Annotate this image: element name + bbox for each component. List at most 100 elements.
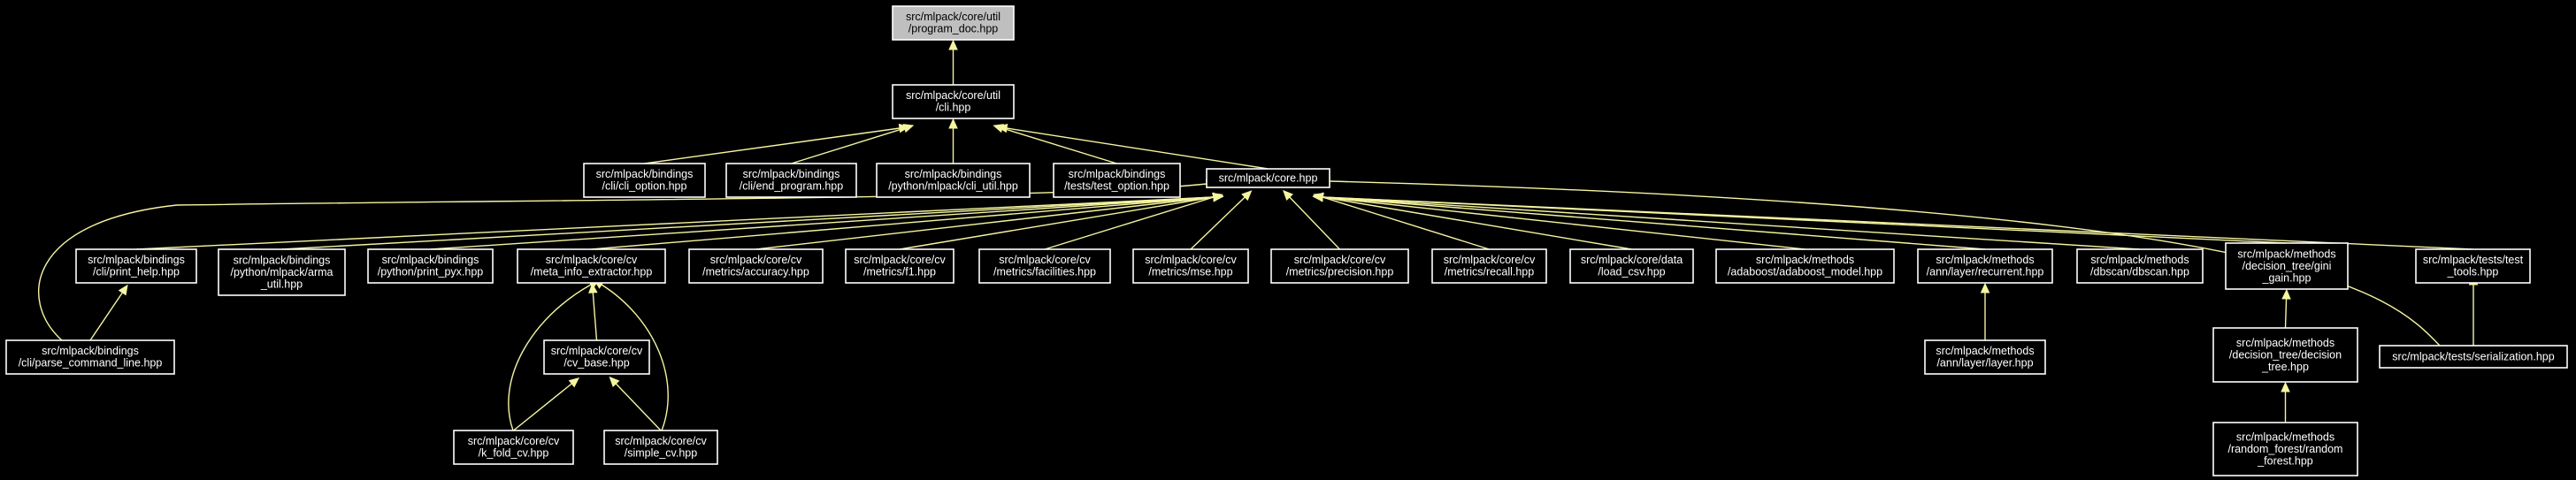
node-label-line: /simple_cv.hpp bbox=[625, 447, 697, 460]
edge-simple_cv-to-cv_base bbox=[609, 376, 662, 431]
node-label-line: src/mlpack/core/cv bbox=[710, 254, 802, 266]
edge-print_help-to-core bbox=[135, 192, 1224, 250]
node-box bbox=[1270, 248, 1409, 284]
node-parse-command-line[interactable]: src/mlpack/bindings/cli/parse_command_li… bbox=[5, 339, 175, 375]
node-label-line: /decision_tree/decision bbox=[2229, 348, 2342, 361]
node-cli-option[interactable]: src/mlpack/bindings/cli/cli_option.hpp bbox=[583, 163, 706, 198]
node-label-line: src/mlpack/core/cv bbox=[1444, 254, 1536, 266]
node-label-line: src/mlpack/core/cv bbox=[854, 254, 946, 266]
node-adaboost-model[interactable]: src/mlpack/methods/adaboost/adaboost_mod… bbox=[1715, 248, 1895, 284]
node-box bbox=[688, 248, 824, 284]
node-label-line: src/mlpack/methods bbox=[2236, 430, 2334, 443]
node-box bbox=[2076, 248, 2204, 284]
node-cv-base[interactable]: src/mlpack/core/cv/cv_base.hpp bbox=[543, 339, 650, 375]
node-layer[interactable]: src/mlpack/methods/ann/layer/layer.hpp bbox=[1924, 339, 2046, 375]
node-box bbox=[2379, 345, 2568, 369]
edge-cli_util-to-cli bbox=[948, 118, 958, 164]
node-box bbox=[1206, 168, 1330, 188]
node-label-line: /program_doc.hpp bbox=[908, 23, 999, 35]
node-label-line: /metrics/recall.hpp bbox=[1445, 266, 1534, 278]
node-label-line: /cv_base.hpp bbox=[564, 357, 629, 370]
node-k-fold-cv[interactable]: src/mlpack/core/cv/k_fold_cv.hpp bbox=[453, 430, 574, 465]
node-label-line: /python/mlpack/cli_util.hpp bbox=[888, 180, 1018, 193]
node-label-line: /dbscan/dbscan.hpp bbox=[2090, 266, 2189, 278]
node-arma-util[interactable]: src/mlpack/bindings/python/mlpack/arma_u… bbox=[218, 248, 346, 296]
node-box bbox=[1917, 248, 2053, 284]
node-box bbox=[845, 248, 954, 284]
node-label-line: src/mlpack/core/cv bbox=[468, 435, 560, 447]
node-label-line: /metrics/precision.hpp bbox=[1286, 266, 1394, 278]
node-label-line: /python/mlpack/arma bbox=[230, 266, 333, 278]
node-label-line: /metrics/accuracy.hpp bbox=[702, 266, 809, 278]
node-simple-cv[interactable]: src/mlpack/core/cv/simple_cv.hpp bbox=[603, 430, 718, 465]
edge-test_tools-to-core bbox=[1312, 192, 2473, 250]
node-label-line: src/mlpack/bindings bbox=[88, 254, 185, 266]
node-box bbox=[2212, 327, 2358, 383]
node-label-line: src/mlpack/core/data bbox=[1581, 254, 1683, 266]
node-load-csv[interactable]: src/mlpack/core/data/load_csv.hpp bbox=[1569, 248, 1694, 284]
node-end-program[interactable]: src/mlpack/bindings/cli/end_program.hpp bbox=[725, 163, 857, 198]
node-program-doc[interactable]: src/mlpack/core/util/program_doc.hpp bbox=[892, 5, 1015, 41]
node-label-line: src/mlpack/methods bbox=[1936, 254, 2034, 266]
node-label-line: /python/print_pyx.hpp bbox=[378, 266, 484, 278]
edge-serialization-to-test_tools bbox=[2468, 274, 2479, 346]
node-precision[interactable]: src/mlpack/core/cv/metrics/precision.hpp bbox=[1270, 248, 1409, 284]
node-label-line: /metrics/mse.hpp bbox=[1148, 266, 1232, 278]
node-label-line: src/mlpack/tests/test bbox=[2423, 254, 2524, 266]
node-gini-gain[interactable]: src/mlpack/methods/decision_tree/gini_ga… bbox=[2225, 242, 2349, 290]
node-label-line: src/mlpack/core/util bbox=[906, 11, 1000, 23]
node-label-line: _forest.hpp bbox=[2257, 454, 2313, 467]
node-print-pyx[interactable]: src/mlpack/bindings/python/print_pyx.hpp bbox=[367, 248, 494, 284]
node-label-line: /cli/cli_option.hpp bbox=[602, 180, 687, 193]
node-label-line: /ann/layer/recurrent.hpp bbox=[1927, 266, 2044, 278]
edge-mse-to-core bbox=[1190, 190, 1253, 250]
node-box bbox=[876, 163, 1031, 198]
node-label-line: src/mlpack/methods bbox=[1756, 254, 1854, 266]
node-serialization[interactable]: src/mlpack/tests/serialization.hpp bbox=[2379, 345, 2568, 369]
node-cli[interactable]: src/mlpack/core/util/cli.hpp bbox=[892, 84, 1015, 119]
node-box bbox=[218, 248, 346, 296]
node-label-line: /cli.hpp bbox=[936, 102, 971, 114]
node-recall[interactable]: src/mlpack/core/cv/metrics/recall.hpp bbox=[1431, 248, 1547, 284]
node-label-line: src/mlpack/core/cv bbox=[615, 435, 707, 447]
node-cli-util[interactable]: src/mlpack/bindings/python/mlpack/cli_ut… bbox=[876, 163, 1031, 198]
node-label-line: src/mlpack/tests/serialization.hpp bbox=[2392, 350, 2554, 362]
node-label-line: _util.hpp bbox=[260, 278, 303, 290]
node-decision-tree[interactable]: src/mlpack/methods/decision_tree/decisio… bbox=[2212, 327, 2358, 383]
edge-k_fold_cv-to-cv_base bbox=[513, 377, 580, 431]
node-random-forest[interactable]: src/mlpack/methods/random_forest/random_… bbox=[2212, 422, 2358, 476]
node-facilities[interactable]: src/mlpack/core/cv/metrics/facilities.hp… bbox=[978, 248, 1111, 284]
edge-precision-to-core bbox=[1283, 189, 1341, 250]
edge-decision_tree-to-gini_gain bbox=[2281, 288, 2291, 329]
node-box bbox=[1053, 163, 1181, 198]
node-label-line: src/mlpack/bindings bbox=[596, 168, 694, 180]
node-recurrent[interactable]: src/mlpack/methods/ann/layer/recurrent.h… bbox=[1917, 248, 2053, 284]
node-core[interactable]: src/mlpack/core.hpp bbox=[1206, 168, 1330, 188]
node-label-line: src/mlpack/core/cv bbox=[546, 254, 638, 266]
edge-test_option-to-cli bbox=[993, 124, 1117, 164]
node-label-line: src/mlpack/bindings bbox=[382, 254, 479, 266]
node-box bbox=[603, 430, 718, 465]
node-label-line: /decision_tree/gini bbox=[2242, 260, 2332, 272]
node-test-tools[interactable]: src/mlpack/tests/test_tools.hpp bbox=[2415, 248, 2531, 284]
node-label-line: /adaboost/adaboost_model.hpp bbox=[1728, 266, 1882, 278]
node-label-line: src/mlpack/bindings bbox=[42, 345, 139, 357]
edge-random_forest-to-decision_tree bbox=[2281, 381, 2290, 423]
edge-cv_base-to-meta_info bbox=[588, 282, 598, 341]
node-f1[interactable]: src/mlpack/core/cv/metrics/f1.hpp bbox=[845, 248, 954, 284]
node-print-help[interactable]: src/mlpack/bindings/cli/print_help.hpp bbox=[75, 248, 197, 284]
node-accuracy[interactable]: src/mlpack/core/cv/metrics/accuracy.hpp bbox=[688, 248, 824, 284]
node-label-line: src/mlpack/bindings bbox=[1069, 168, 1166, 180]
node-test-option[interactable]: src/mlpack/bindings/tests/test_option.hp… bbox=[1053, 163, 1181, 198]
node-label-line: /cli/print_help.hpp bbox=[93, 266, 180, 278]
node-dbscan[interactable]: src/mlpack/methods/dbscan/dbscan.hpp bbox=[2076, 248, 2204, 284]
edge-core-to-cli bbox=[996, 123, 1269, 170]
node-label-line: src/mlpack/core/cv bbox=[1145, 254, 1237, 266]
node-mse[interactable]: src/mlpack/core/cv/metrics/mse.hpp bbox=[1132, 248, 1249, 284]
node-box bbox=[1924, 339, 2046, 375]
node-label-line: /load_csv.hpp bbox=[1598, 266, 1665, 278]
node-label-line: src/mlpack/core/cv bbox=[551, 345, 643, 357]
node-label-line: src/mlpack/bindings bbox=[234, 254, 331, 266]
node-meta-info[interactable]: src/mlpack/core/cv/meta_info_extractor.h… bbox=[517, 248, 666, 284]
node-box bbox=[2415, 248, 2531, 284]
